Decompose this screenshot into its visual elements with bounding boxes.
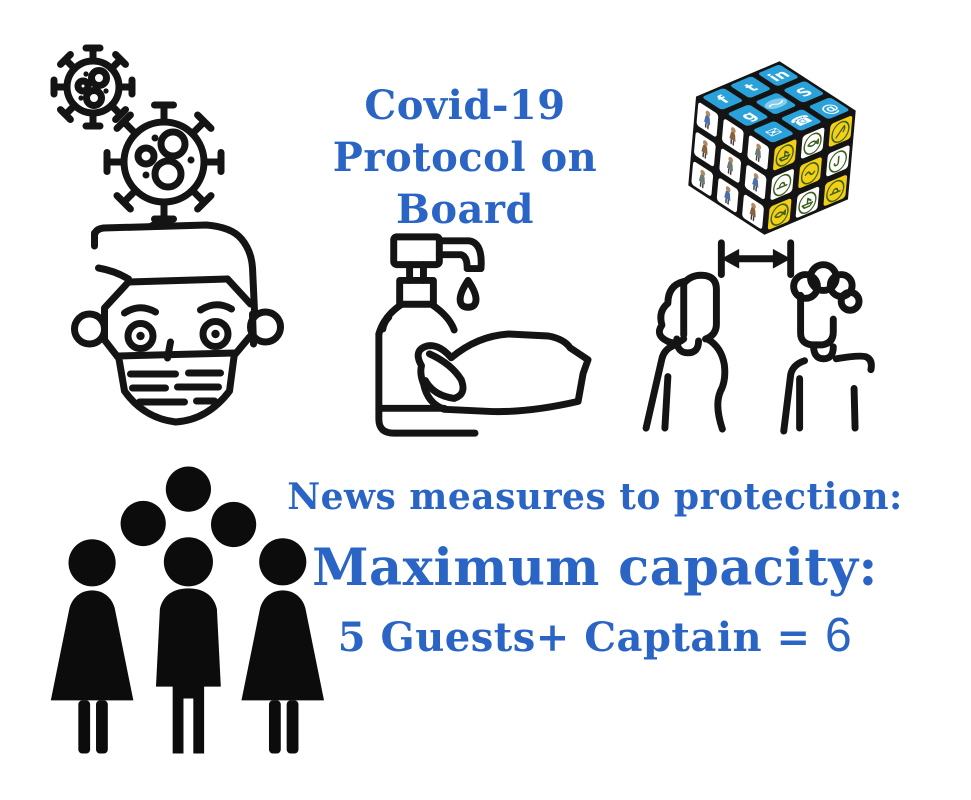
hand-sanitizer-icon xyxy=(375,233,592,437)
cube-face-left xyxy=(689,99,772,232)
hair xyxy=(91,221,258,315)
crowd-of-six-icon xyxy=(50,466,325,754)
capacity-detail-text: 5 Guests+ Captain = xyxy=(337,614,811,661)
title-line-1: Covid-19 xyxy=(364,82,566,129)
pump-bottle xyxy=(375,233,485,437)
open-hand xyxy=(414,330,592,416)
crowd-figures xyxy=(50,466,325,754)
surgical-mask xyxy=(101,333,253,426)
capacity-value: 6 xyxy=(824,609,853,662)
svg-text:☎: ☎ xyxy=(785,111,819,129)
eyes xyxy=(124,318,232,352)
title-line-2: Protocol on Board xyxy=(332,134,598,233)
coronavirus-icon xyxy=(50,44,225,223)
left-ear xyxy=(71,310,108,348)
page-title: Covid-19 Protocol on Board xyxy=(260,80,670,236)
eyebrows xyxy=(121,301,235,317)
face-mask-icon xyxy=(71,219,284,426)
distance-arrow xyxy=(717,239,795,279)
sanitizer-drop xyxy=(456,276,480,311)
capacity-detail: 5 Guests+ Captain = 6 xyxy=(285,608,905,663)
social-distance-icon xyxy=(642,239,875,435)
man-figure xyxy=(780,261,875,435)
cube-face-top: ftingS✉☎@ xyxy=(699,63,852,145)
capacity-title: Maximum capacity: xyxy=(312,538,878,598)
large-virus xyxy=(103,101,225,223)
small-virus xyxy=(50,44,136,130)
measures-heading: News measures to protection: xyxy=(287,476,903,518)
woman-figure xyxy=(642,271,729,433)
cube-face-right xyxy=(765,113,855,233)
right-ear xyxy=(247,308,284,346)
rubiks-cube-icon: ftingS✉☎@ xyxy=(688,61,856,235)
